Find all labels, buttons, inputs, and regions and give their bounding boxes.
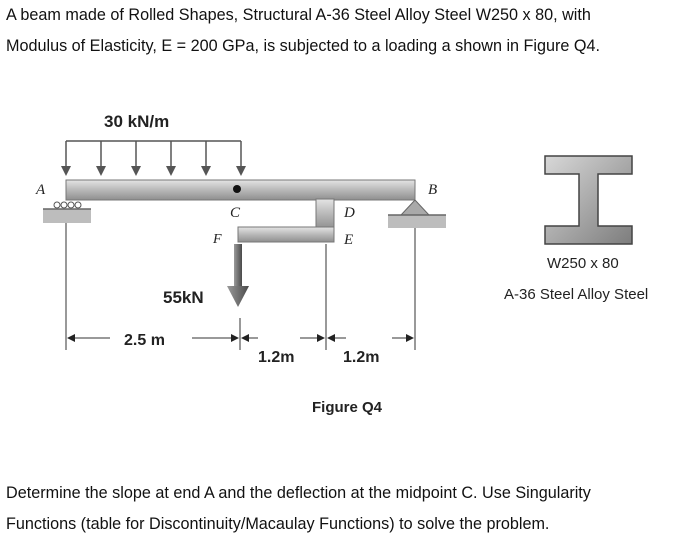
midpoint-c-dot [233, 185, 241, 193]
i-beam-section-icon [544, 155, 633, 245]
distributed-load-label: 30 kN/m [104, 112, 169, 131]
figure-caption: Figure Q4 [312, 399, 383, 416]
point-label-e: E [343, 232, 353, 248]
section-name-label: W250 x 80 [547, 255, 619, 272]
point-label-a: A [35, 182, 46, 198]
problem-line-2: Modulus of Elasticity, E = 200 GPa, is s… [6, 37, 601, 55]
point-label-c: C [230, 205, 241, 221]
task-line-1: Determine the slope at end A and the def… [6, 484, 591, 502]
point-label-f: F [212, 232, 222, 247]
dimension-label-1: 2.5 m [124, 332, 165, 349]
dimension-label-2: 1.2m [258, 349, 294, 366]
distributed-load [61, 140, 246, 176]
pin-support-b [388, 199, 446, 228]
dimension-label-3: 1.2m [343, 349, 379, 366]
point-label-d: D [343, 205, 355, 221]
task-statement: Determine the slope at end A and the def… [6, 478, 688, 540]
task-line-2: Functions (table for Discontinuity/Macau… [6, 515, 550, 533]
material-label: A-36 Steel Alloy Steel [504, 286, 648, 303]
roller-support-a [43, 201, 91, 223]
problem-line-1: A beam made of Rolled Shapes, Structural… [6, 6, 591, 24]
extension-lines [65, 223, 416, 350]
problem-statement: A beam made of Rolled Shapes, Structural… [6, 0, 686, 62]
point-label-b: B [428, 182, 437, 198]
point-load-label: 55kN [163, 288, 204, 307]
point-load-arrow [227, 244, 249, 307]
bracket [237, 198, 335, 243]
